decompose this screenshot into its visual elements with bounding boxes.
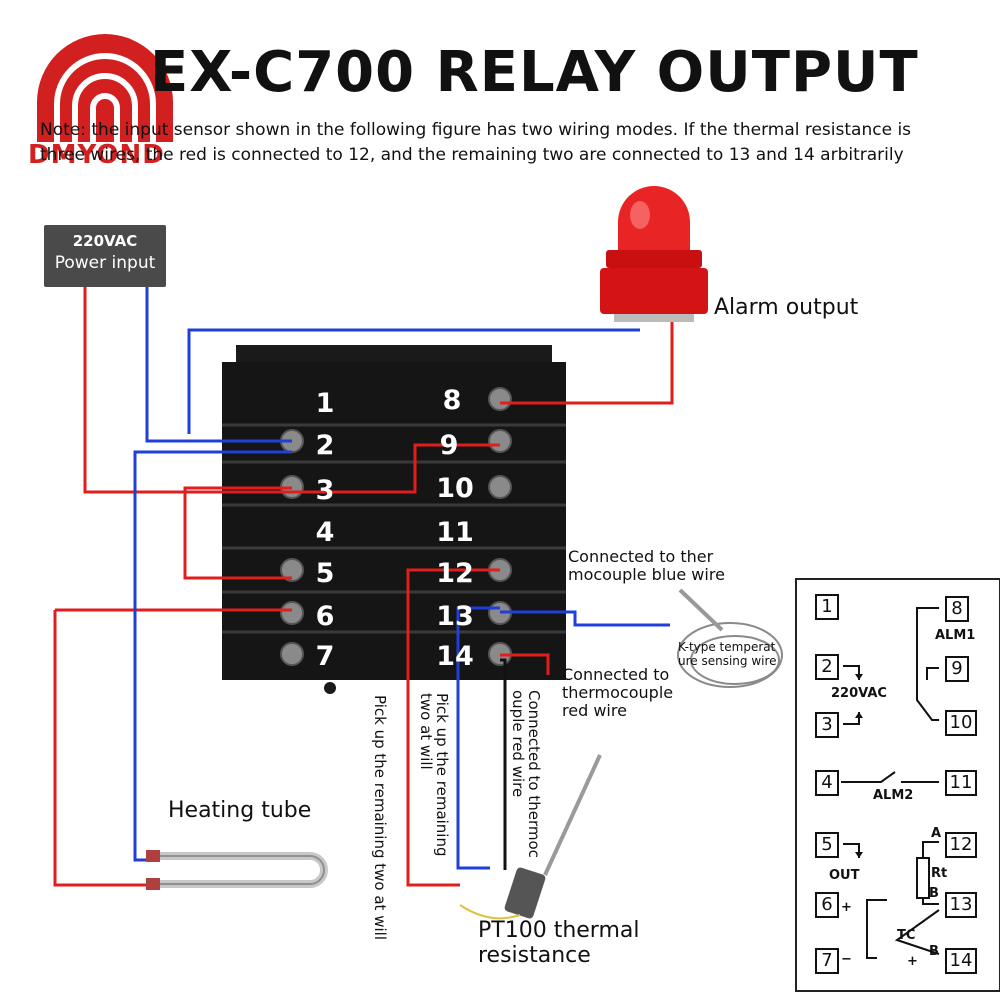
heating-tube-label: Heating tube xyxy=(168,798,312,823)
schematic-b2: B xyxy=(929,944,939,959)
power-voltage: 220VAC xyxy=(72,232,138,250)
schematic-box-11: 11 xyxy=(945,770,977,796)
red-wires xyxy=(53,287,674,887)
schematic-box-2: 2 xyxy=(815,654,839,680)
wiring-schematic: 1 2 3 4 5 6 7 8 9 10 11 12 13 14 ALM1 22… xyxy=(795,578,1000,992)
schematic-alm2: ALM2 xyxy=(873,788,914,803)
terminal-3: 3 xyxy=(315,475,335,506)
terminal-1: 1 xyxy=(315,388,335,419)
blue-wires xyxy=(133,287,670,870)
terminal-12: 12 xyxy=(436,558,474,589)
terminal-5: 5 xyxy=(315,558,335,589)
schematic-plus: + xyxy=(841,900,852,915)
power-input-box: 220VAC Power input xyxy=(44,225,166,287)
terminal-8: 8 xyxy=(442,385,462,416)
terminal-11: 11 xyxy=(436,517,474,548)
schematic-b1: B xyxy=(929,886,939,901)
note-line-1: Note: the input sensor shown in the foll… xyxy=(40,120,912,140)
schematic-out: OUT xyxy=(829,868,860,883)
schematic-alm1: ALM1 xyxy=(935,628,976,643)
schematic-tc: TC xyxy=(897,928,916,943)
schematic-minus: − xyxy=(841,952,852,967)
controller-body xyxy=(222,345,566,694)
vertical-label-pick-two: Pick up the remaining two at will xyxy=(371,695,389,940)
pt100-probe-icon xyxy=(459,754,602,920)
schematic-box-3: 3 xyxy=(815,712,839,738)
schematic-box-14: 14 xyxy=(945,948,977,974)
schematic-a: A xyxy=(931,826,942,841)
brand-logo xyxy=(25,22,185,172)
schematic-box-5: 5 xyxy=(815,832,839,858)
schematic-box-1: 1 xyxy=(815,594,839,620)
schematic-box-9: 9 xyxy=(945,656,969,682)
schematic-box-8: 8 xyxy=(945,596,969,622)
terminal-7: 7 xyxy=(315,641,335,672)
note-line-2: three wires, the red is connected to 12,… xyxy=(40,145,904,165)
schematic-box-4: 4 xyxy=(815,770,839,796)
schematic-tc-plus: + xyxy=(907,954,918,969)
terminal-14: 14 xyxy=(436,641,474,672)
terminal-10: 10 xyxy=(436,473,474,504)
schematic-box-13: 13 xyxy=(945,892,977,918)
power-label: Power input xyxy=(54,253,156,273)
k-type-thermocouple-icon xyxy=(677,588,783,688)
alarm-output-label: Alarm output xyxy=(714,295,859,320)
schematic-box-10: 10 xyxy=(945,710,977,736)
schematic-box-6: 6 xyxy=(815,892,839,918)
terminal-2: 2 xyxy=(315,430,335,461)
schematic-rt: Rt xyxy=(931,866,948,881)
terminal-6: 6 xyxy=(315,601,335,632)
brand-name: DMYOND xyxy=(28,140,165,170)
terminal-4: 4 xyxy=(315,517,335,548)
alarm-beacon-icon xyxy=(600,186,708,322)
terminal-13: 13 xyxy=(436,601,474,632)
schematic-220vac: 220VAC xyxy=(831,686,887,701)
terminal-9: 9 xyxy=(439,430,459,461)
schematic-box-12: 12 xyxy=(945,832,977,858)
heating-tube-icon xyxy=(146,850,328,890)
schematic-box-7: 7 xyxy=(815,948,839,974)
page-title: EX-C700 RELAY OUTPUT xyxy=(150,40,919,105)
